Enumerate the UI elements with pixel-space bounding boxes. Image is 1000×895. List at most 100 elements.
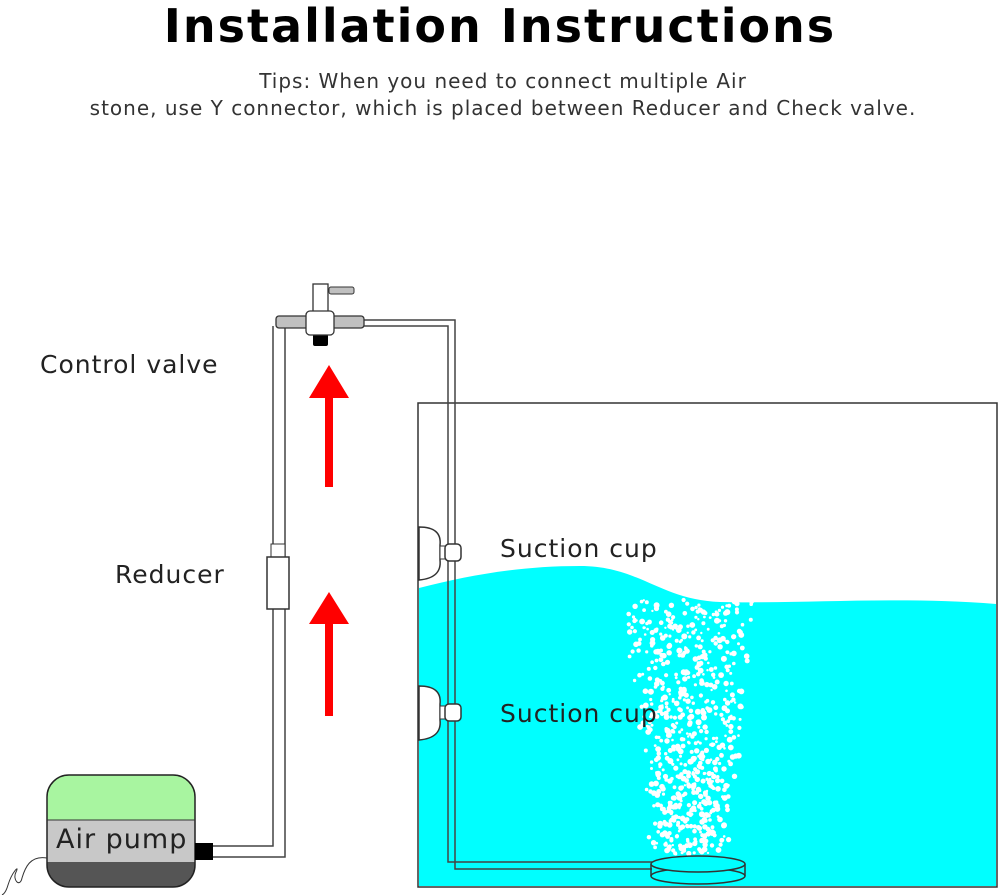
bubble xyxy=(671,848,676,853)
bubble xyxy=(639,618,645,625)
bubble xyxy=(659,635,666,641)
bubble xyxy=(675,721,679,725)
bubble xyxy=(685,601,690,606)
bubble xyxy=(697,618,700,621)
bubble xyxy=(653,602,660,609)
bubble xyxy=(731,598,738,605)
bubble xyxy=(710,688,713,692)
bubble xyxy=(671,795,677,801)
bubble xyxy=(655,627,659,631)
bubble xyxy=(671,697,675,701)
bubble xyxy=(734,610,740,615)
bubble xyxy=(676,680,681,685)
bubble xyxy=(699,837,705,844)
suction-cup-2 xyxy=(418,685,462,741)
bubble xyxy=(725,604,729,608)
bubble xyxy=(739,704,744,710)
bubble xyxy=(654,658,659,663)
bubble xyxy=(730,714,733,718)
bubble xyxy=(696,635,701,641)
bubble xyxy=(715,740,718,744)
bubble xyxy=(683,669,690,675)
bubble xyxy=(723,680,729,687)
bubble xyxy=(666,650,672,656)
bubble xyxy=(698,788,702,793)
bubble xyxy=(714,610,718,614)
bubble xyxy=(682,611,688,616)
bubble xyxy=(685,732,689,735)
bubble xyxy=(633,641,639,648)
bubble xyxy=(659,806,665,812)
bubble xyxy=(672,730,676,734)
bubble xyxy=(669,837,674,841)
bubble xyxy=(650,723,654,727)
bubble xyxy=(711,743,715,747)
bubble xyxy=(693,809,697,813)
bubble xyxy=(661,661,666,667)
bubble xyxy=(687,721,693,727)
bubble xyxy=(722,787,727,793)
bubble xyxy=(725,724,729,727)
page-title: Installation Instructions xyxy=(164,0,836,53)
bubble xyxy=(657,823,663,829)
bubble xyxy=(708,616,712,619)
bubble xyxy=(658,765,662,769)
bubble xyxy=(724,734,727,738)
bubble xyxy=(646,666,651,671)
bubble xyxy=(669,715,673,719)
bubble xyxy=(726,837,732,843)
bubble xyxy=(672,785,677,790)
bubble xyxy=(692,840,698,847)
bubble xyxy=(717,816,723,823)
bubble xyxy=(689,824,692,828)
bubble xyxy=(719,778,725,784)
label-air-pump: Air pump xyxy=(56,824,187,855)
bubble xyxy=(673,765,679,771)
bubble xyxy=(694,748,700,754)
bubble xyxy=(654,792,661,798)
bubble xyxy=(700,710,707,716)
bubble xyxy=(644,600,649,605)
bubble xyxy=(720,717,726,722)
bubble xyxy=(711,612,716,617)
bubble xyxy=(642,626,646,630)
bubble xyxy=(737,642,740,646)
bubble xyxy=(719,624,724,629)
bubble xyxy=(664,626,667,629)
bubble xyxy=(718,761,722,766)
bubble xyxy=(665,617,671,622)
bubble xyxy=(697,644,703,650)
bubble xyxy=(727,603,732,608)
bubble xyxy=(654,714,660,719)
bubble xyxy=(692,824,697,829)
air-tube-right xyxy=(360,319,652,870)
bubble xyxy=(668,634,672,638)
bubble xyxy=(690,695,694,700)
bubble xyxy=(648,781,655,787)
bubble xyxy=(725,807,730,813)
bubble xyxy=(713,666,718,670)
bubble xyxy=(683,763,688,767)
bubble xyxy=(688,635,692,639)
bubble xyxy=(703,611,708,616)
bubble xyxy=(658,620,664,625)
bubble xyxy=(681,633,688,640)
bubble xyxy=(688,708,694,714)
bubble xyxy=(645,729,652,735)
bubble xyxy=(715,847,722,853)
bubble xyxy=(661,694,668,701)
bubble xyxy=(678,708,683,713)
bubble xyxy=(642,688,649,694)
bubble xyxy=(642,608,646,612)
bubble xyxy=(720,605,725,609)
tips-line-2: stone, use Y connector, which is placed … xyxy=(90,96,917,120)
bubble xyxy=(731,697,736,702)
bubble xyxy=(698,693,704,698)
bubble xyxy=(685,824,690,829)
bubble xyxy=(678,696,682,700)
bubble xyxy=(639,599,644,604)
bubble xyxy=(653,821,658,826)
bubble xyxy=(698,741,702,745)
bubble xyxy=(701,621,706,626)
bubble xyxy=(703,615,706,619)
